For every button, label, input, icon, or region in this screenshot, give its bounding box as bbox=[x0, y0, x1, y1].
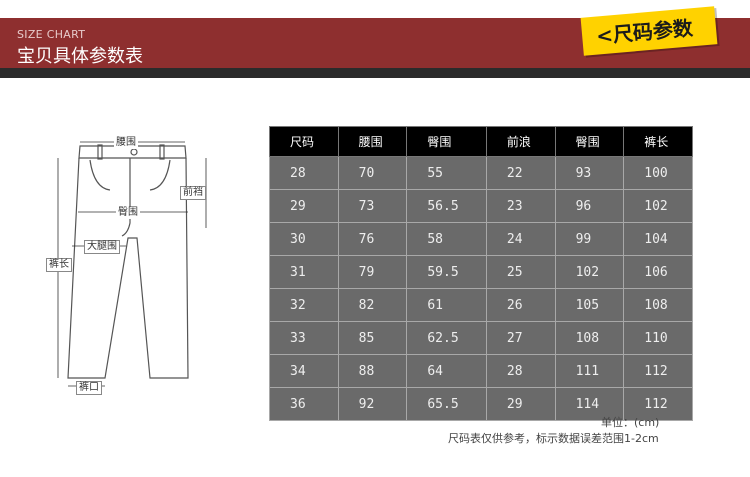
table-cell: 114 bbox=[554, 387, 625, 421]
header-cell: 裤长 bbox=[623, 126, 693, 157]
table-cell: 82 bbox=[337, 288, 408, 322]
table-cell: 59.5 bbox=[406, 255, 487, 289]
table-cell: 102 bbox=[554, 255, 625, 289]
table-cell: 79 bbox=[337, 255, 408, 289]
header-divider bbox=[0, 68, 750, 78]
table-cell: 27 bbox=[485, 321, 556, 355]
table-cell: 102 bbox=[623, 189, 693, 223]
table-row: 29 73 56.5 23 96 102 bbox=[269, 189, 693, 223]
table-cell: 34 bbox=[269, 354, 339, 388]
table-cell: 29 bbox=[269, 189, 339, 223]
table-cell: 110 bbox=[623, 321, 693, 355]
table-cell: 100 bbox=[623, 156, 693, 190]
table-cell: 28 bbox=[485, 354, 556, 388]
label-hip: 臀围 bbox=[116, 207, 140, 219]
table-row: 30 76 58 24 99 104 bbox=[269, 222, 693, 256]
pants-diagram: 腰围 前裆 臀围 大腿围 裤长 裤口 bbox=[10, 128, 230, 398]
table-cell: 61 bbox=[406, 288, 487, 322]
table-header-row: 尺码 腰围 臀围 前浪 臀围 裤长 bbox=[269, 126, 693, 157]
table-cell: 111 bbox=[554, 354, 625, 388]
table-cell: 36 bbox=[269, 387, 339, 421]
label-thigh: 大腿围 bbox=[84, 240, 120, 254]
table-cell: 70 bbox=[337, 156, 408, 190]
table-cell: 55 bbox=[406, 156, 487, 190]
table-cell: 73 bbox=[337, 189, 408, 223]
table-cell: 108 bbox=[554, 321, 625, 355]
table-row: 36 92 65.5 29 114 112 bbox=[269, 387, 693, 421]
table-cell: 31 bbox=[269, 255, 339, 289]
header-cell: 尺码 bbox=[269, 126, 339, 157]
table-cell: 92 bbox=[337, 387, 408, 421]
table-cell: 112 bbox=[623, 354, 693, 388]
label-hem: 裤口 bbox=[76, 381, 102, 395]
label-length: 裤长 bbox=[46, 258, 72, 272]
header-en-title: SIZE CHART bbox=[17, 28, 86, 41]
table-cell: 96 bbox=[554, 189, 625, 223]
header-cell: 前浪 bbox=[485, 126, 556, 157]
pants-outline-illustration bbox=[57, 141, 207, 387]
table-cell: 22 bbox=[485, 156, 556, 190]
table-row: 33 85 62.5 27 108 110 bbox=[269, 321, 693, 355]
table-cell: 99 bbox=[554, 222, 625, 256]
table-cell: 85 bbox=[337, 321, 408, 355]
table-cell: 56.5 bbox=[406, 189, 487, 223]
table-cell: 62.5 bbox=[406, 321, 487, 355]
table-cell: 25 bbox=[485, 255, 556, 289]
table-cell: 64 bbox=[406, 354, 487, 388]
table-cell: 76 bbox=[337, 222, 408, 256]
table-cell: 93 bbox=[554, 156, 625, 190]
table-cell: 104 bbox=[623, 222, 693, 256]
header-cell: 腰围 bbox=[337, 126, 408, 157]
table-cell: 29 bbox=[485, 387, 556, 421]
table-cell: 112 bbox=[623, 387, 693, 421]
table-cell: 58 bbox=[406, 222, 487, 256]
header-cell: 臀围 bbox=[554, 126, 625, 157]
header-cell: 臀围 bbox=[406, 126, 487, 157]
table-cell: 108 bbox=[623, 288, 693, 322]
disclaimer-note: 尺码表仅供参考，标示数据误差范围1-2cm bbox=[448, 432, 659, 445]
table-cell: 32 bbox=[269, 288, 339, 322]
table-cell: 24 bbox=[485, 222, 556, 256]
label-waist: 腰围 bbox=[114, 137, 138, 149]
table-row: 28 70 55 22 93 100 bbox=[269, 156, 693, 190]
table-cell: 106 bbox=[623, 255, 693, 289]
size-table: 尺码 腰围 臀围 前浪 臀围 裤长 28 70 55 22 93 100 29 … bbox=[269, 126, 693, 421]
header-cn-title: 宝贝具体参数表 bbox=[17, 46, 143, 67]
table-cell: 30 bbox=[269, 222, 339, 256]
table-cell: 26 bbox=[485, 288, 556, 322]
table-cell: 105 bbox=[554, 288, 625, 322]
table-cell: 28 bbox=[269, 156, 339, 190]
label-front-rise: 前裆 bbox=[180, 186, 206, 200]
table-cell: 65.5 bbox=[406, 387, 487, 421]
table-row: 32 82 61 26 105 108 bbox=[269, 288, 693, 322]
unit-note: 单位：(cm) bbox=[601, 416, 660, 429]
table-cell: 88 bbox=[337, 354, 408, 388]
table-row: 31 79 59.5 25 102 106 bbox=[269, 255, 693, 289]
table-cell: 33 bbox=[269, 321, 339, 355]
table-cell: 23 bbox=[485, 189, 556, 223]
table-row: 34 88 64 28 111 112 bbox=[269, 354, 693, 388]
